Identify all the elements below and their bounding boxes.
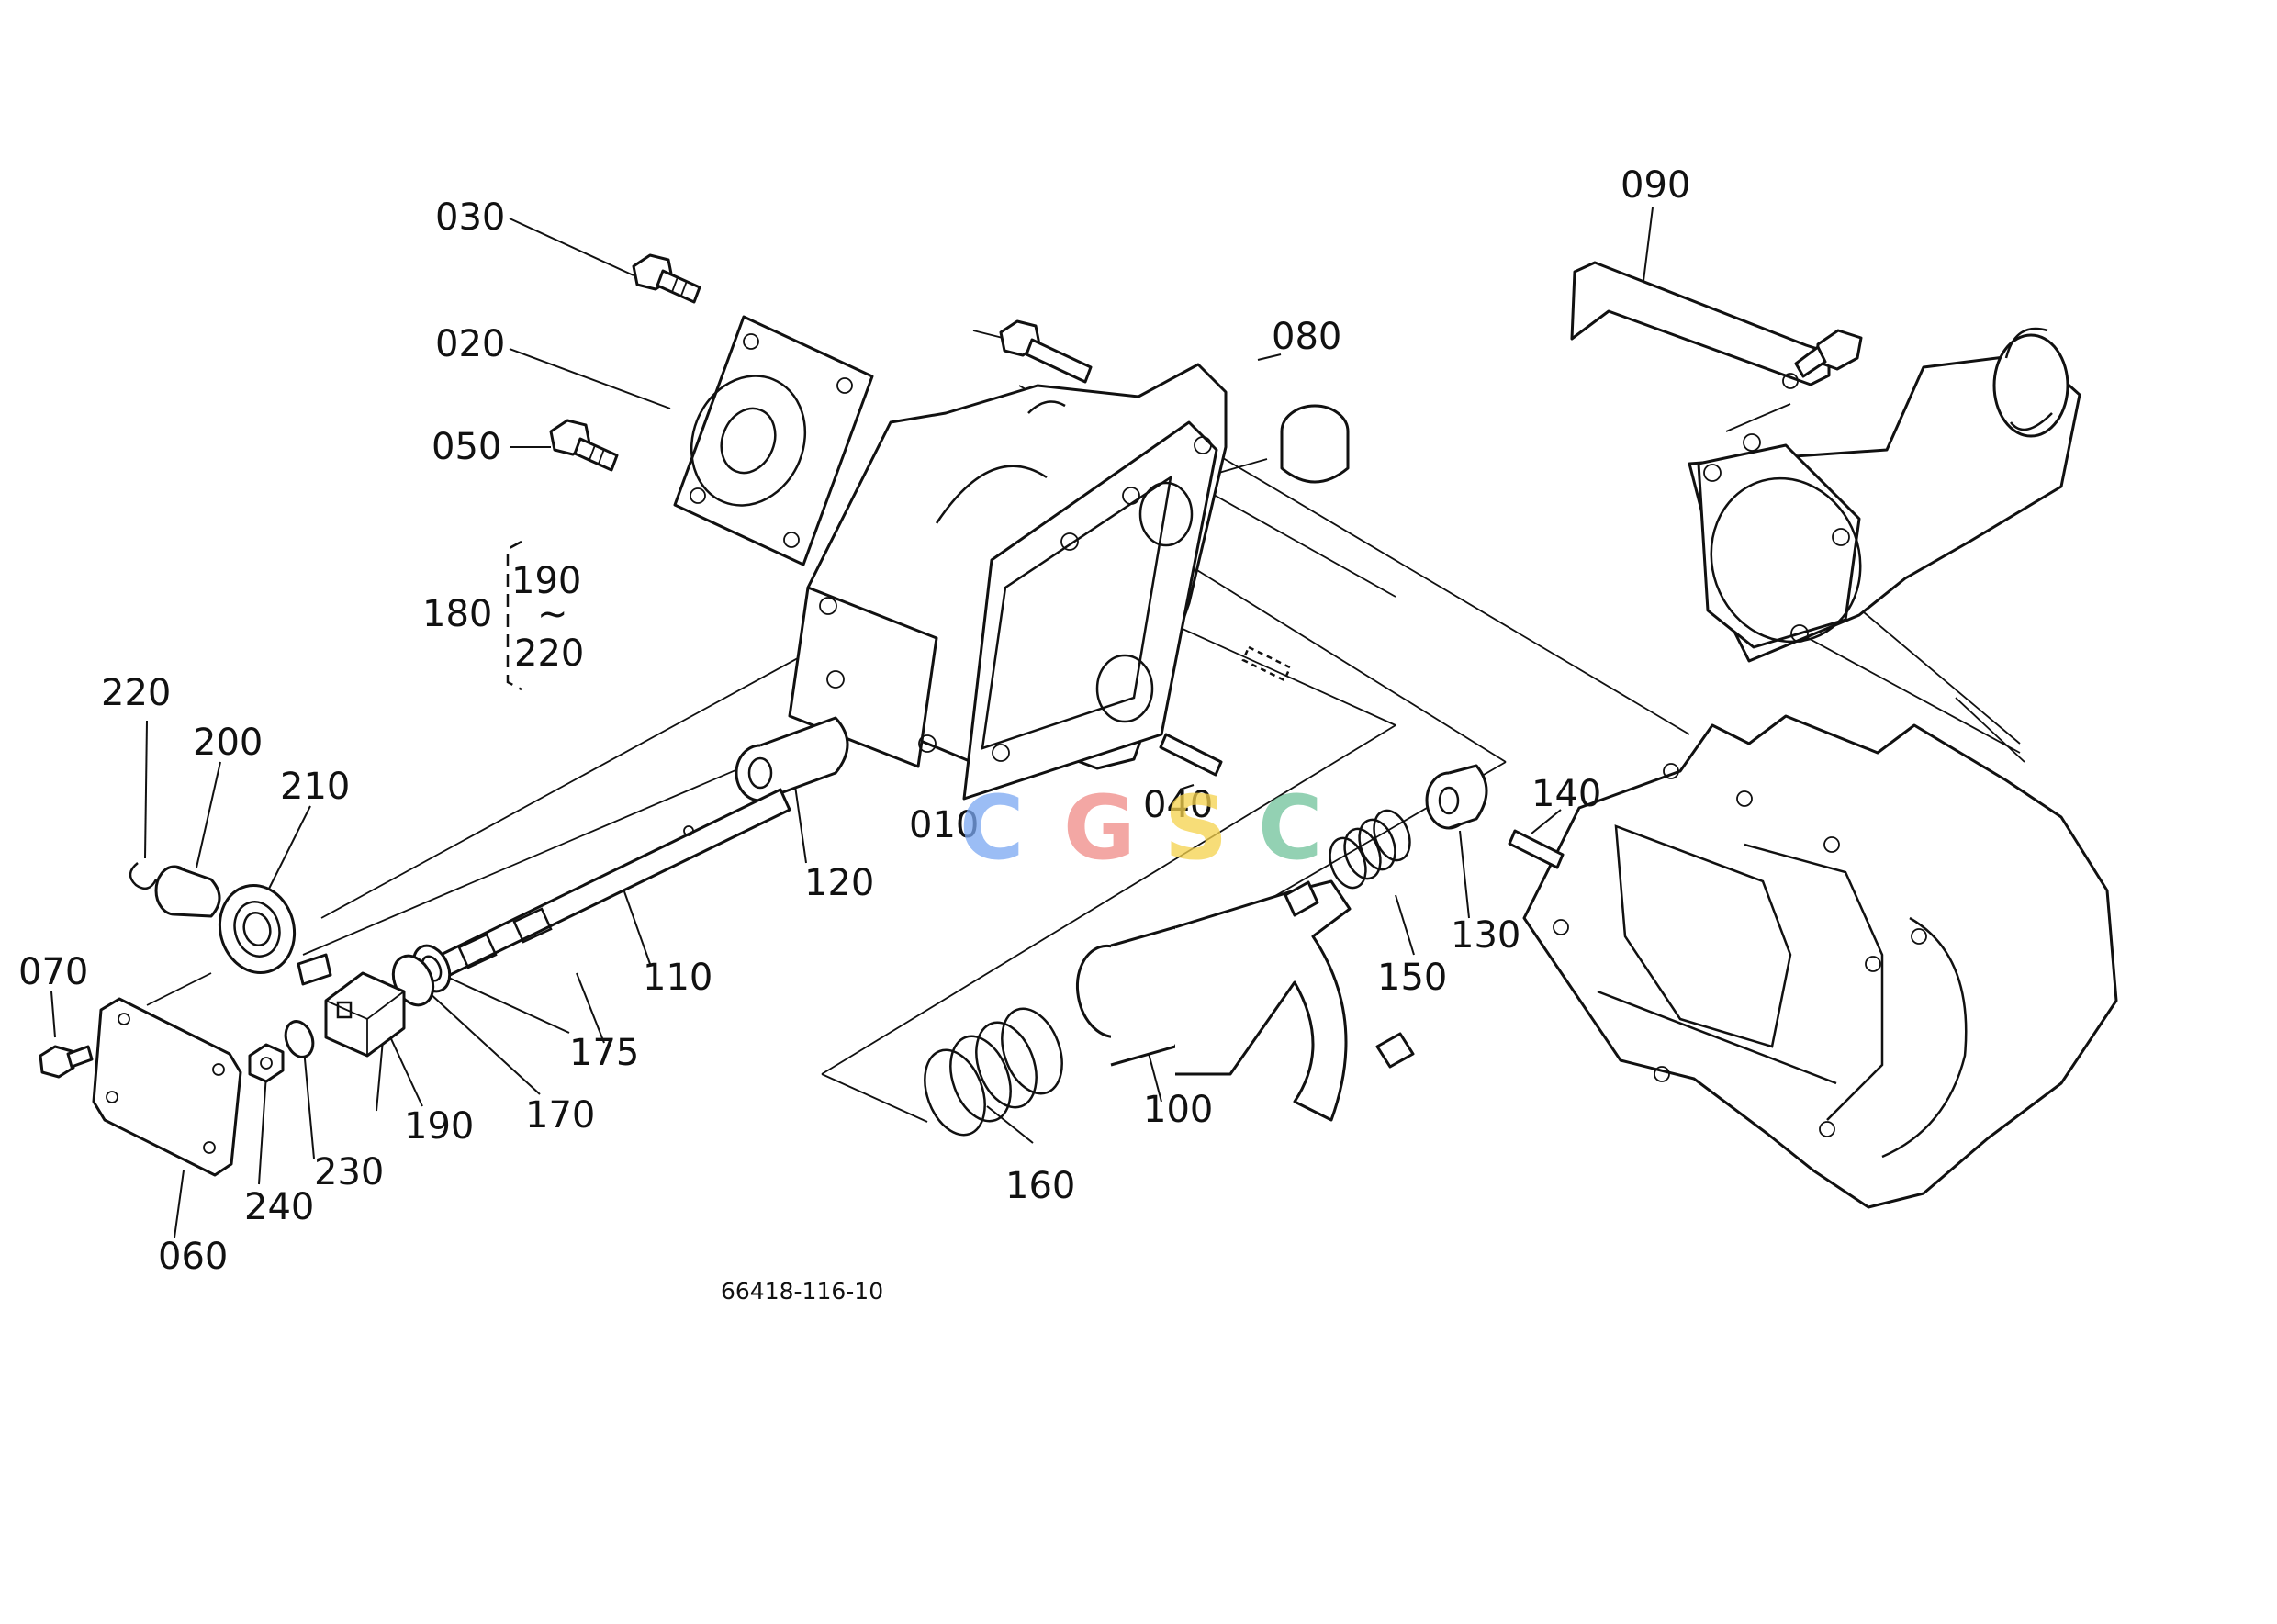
collar-130-icon (1425, 764, 1488, 830)
nut-240-icon (248, 1043, 285, 1083)
label-090: 090 (1621, 164, 1690, 207)
pto-housing-icon (1688, 327, 2081, 663)
shaft-110-icon (439, 788, 791, 977)
label-240: 240 (244, 1186, 314, 1228)
label-110: 110 (643, 957, 712, 999)
watermark-letter-1: C (959, 777, 1024, 879)
label-140: 140 (1531, 773, 1601, 815)
label-040: 040 (1143, 784, 1213, 826)
shift-fork-100-icon (1075, 879, 1415, 1122)
sleeve-120-icon (735, 716, 849, 802)
washer-230-icon (284, 1020, 315, 1058)
label-080: 080 (1272, 316, 1341, 358)
label-190: 190 (404, 1105, 474, 1148)
part-labels: 030 020 050 080 090 180 190 ~ 220 220 20… (18, 164, 1690, 1305)
bearing-210-icon (218, 883, 297, 975)
label-180-from: 190 (511, 560, 581, 602)
coupling-190-icon (297, 953, 406, 1058)
label-180-to: 220 (514, 633, 584, 675)
label-170: 170 (525, 1094, 595, 1137)
watermark-letter-3: S (1164, 777, 1228, 879)
bushing-080-icon (1280, 404, 1350, 484)
bolt-070-icon (39, 1045, 94, 1079)
label-230: 230 (314, 1151, 384, 1193)
label-130: 130 (1451, 914, 1520, 957)
label-150: 150 (1377, 957, 1447, 999)
label-220: 220 (101, 672, 171, 714)
label-100: 100 (1143, 1089, 1213, 1131)
circlip-220-icon (129, 862, 158, 890)
group-bracket-180-icon (506, 540, 522, 691)
label-020: 020 (435, 323, 505, 365)
drawing-number: 66418-116-10 (721, 1278, 883, 1305)
watermark-letter-2: G (1063, 777, 1136, 879)
label-030: 030 (435, 196, 505, 239)
bolt-top-icon (999, 319, 1093, 384)
lever-plate-090-icon (1570, 261, 1863, 389)
label-070: 070 (18, 951, 88, 993)
cover-plate-060-icon (92, 997, 242, 1177)
bolt-030-icon (632, 253, 701, 304)
cover-flange-020-icon (673, 315, 874, 566)
label-180: 180 (422, 593, 492, 635)
spring-150-icon (1329, 809, 1411, 890)
gear-housing-010-icon (788, 363, 1228, 801)
dowel-pin-040-icon (1159, 645, 1292, 777)
watermark-letter-4: C (1258, 777, 1322, 879)
label-180-tilde: ~ (537, 593, 568, 635)
watermark: C G S C (959, 777, 1322, 879)
label-200: 200 (193, 722, 263, 764)
spacer-200-icon (154, 865, 221, 918)
label-210: 210 (280, 766, 350, 808)
label-175: 175 (569, 1032, 639, 1074)
label-050: 050 (432, 426, 501, 468)
label-120: 120 (804, 862, 874, 904)
label-010: 010 (909, 804, 979, 846)
bolt-050-icon (549, 419, 619, 472)
label-060: 060 (158, 1236, 228, 1278)
transmission-case-icon (1522, 714, 2118, 1209)
pin-140-icon (1508, 829, 1565, 869)
spring-160-icon (924, 1007, 1063, 1137)
label-160: 160 (1005, 1165, 1075, 1207)
